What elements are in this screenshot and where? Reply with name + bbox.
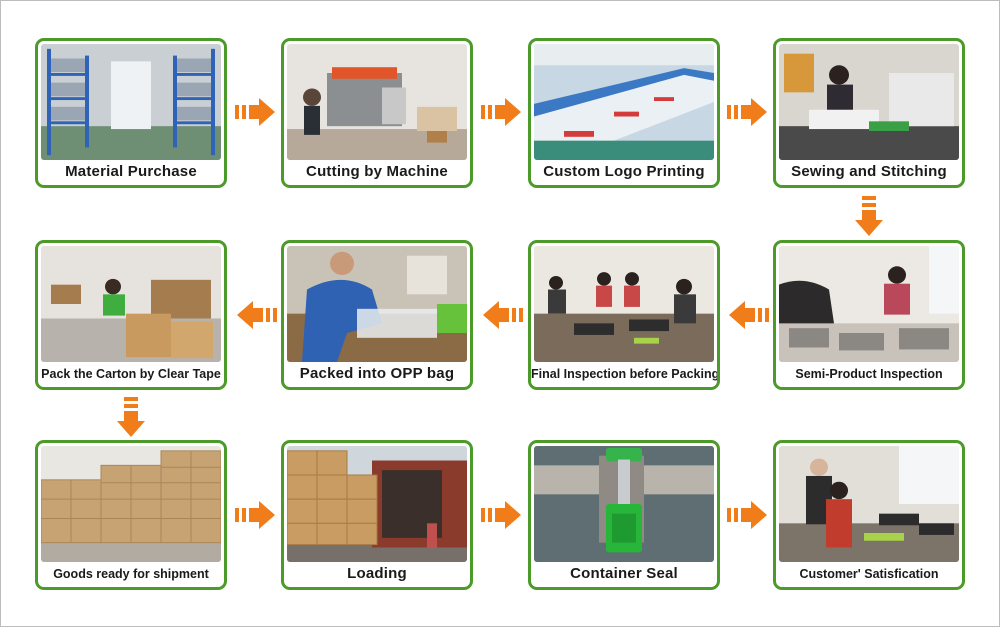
step-card-final-inspection: Final Inspection before Packing [528, 240, 720, 390]
arrow-right-icon [481, 499, 523, 531]
step-card-cutting-by-machine: Cutting by Machine [281, 38, 473, 188]
arrow-left-icon [727, 299, 769, 331]
cutting-photo [287, 44, 467, 160]
step-card-material-purchase: Material Purchase [35, 38, 227, 188]
step-card-sewing-and-stitching: Sewing and Stitching [773, 38, 965, 188]
final-inspection-photo [534, 246, 714, 362]
arrow-right-icon [235, 499, 277, 531]
step-label: Customer' Satisfication [799, 567, 939, 581]
arrow-left-icon [235, 299, 277, 331]
step-card-semi-product-inspection: Semi-Product Inspection [773, 240, 965, 390]
sewing-photo [779, 44, 959, 160]
step-card-goods-ready: Goods ready for shipment [35, 440, 227, 590]
printing-photo [534, 44, 714, 160]
step-card-custom-logo-printing: Custom Logo Printing [528, 38, 720, 188]
truck-photo [287, 446, 467, 562]
arrow-right-icon [235, 96, 277, 128]
carton-photo [41, 246, 221, 362]
arrow-down-icon [115, 397, 147, 439]
arrow-down-icon [853, 196, 885, 238]
stacked-boxes-photo [41, 446, 221, 562]
step-label: Goods ready for shipment [53, 567, 209, 581]
step-card-packed-into-opp-bag: Packed into OPP bag [281, 240, 473, 390]
step-label: Final Inspection before Packing [531, 367, 720, 381]
arrow-right-icon [727, 96, 769, 128]
material-purchase-photo [41, 44, 221, 160]
step-card-customer-satisfication: Customer' Satisfication [773, 440, 965, 590]
inspection-photo [779, 246, 959, 362]
arrow-right-icon [481, 96, 523, 128]
step-label: Cutting by Machine [306, 163, 448, 180]
step-label: Container Seal [570, 565, 678, 582]
step-label: Packed into OPP bag [299, 365, 455, 382]
seal-photo [534, 446, 714, 562]
step-label: Material Purchase [65, 163, 197, 180]
step-card-container-seal: Container Seal [528, 440, 720, 590]
step-label: Custom Logo Printing [543, 163, 705, 180]
step-label: Loading [347, 565, 407, 582]
step-label: Semi-Product Inspection [795, 367, 943, 381]
packing-photo [287, 246, 467, 362]
step-card-loading: Loading [281, 440, 473, 590]
step-card-pack-the-carton: Pack the Carton by Clear Tape [35, 240, 227, 390]
step-label: Sewing and Stitching [791, 163, 947, 180]
arrow-left-icon [481, 299, 523, 331]
customers-photo [779, 446, 959, 562]
arrow-right-icon [727, 499, 769, 531]
step-label: Pack the Carton by Clear Tape [41, 367, 221, 381]
